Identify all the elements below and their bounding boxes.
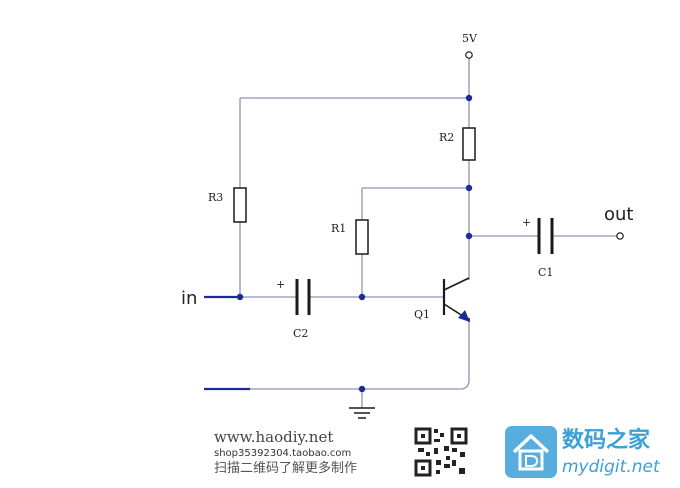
- c2-label: C2: [293, 327, 308, 340]
- output-label: out: [604, 204, 633, 225]
- output-terminal: [616, 232, 624, 240]
- emitter-arrow-icon: [458, 310, 470, 322]
- junction-node: [465, 232, 473, 240]
- supply-terminal: [465, 51, 473, 59]
- supply-label: 5V: [462, 32, 478, 45]
- resistor-r1: [355, 219, 369, 255]
- junction-node: [358, 385, 366, 393]
- brand-logo-icon: [505, 426, 557, 478]
- c1-polarity-label: +: [522, 216, 531, 229]
- c2-polarity-label: +: [276, 278, 285, 291]
- brand-name-cn: 数码之家: [562, 427, 651, 453]
- input-label: in: [181, 288, 197, 309]
- watermark-site: www.haodiy.net: [214, 428, 333, 446]
- capacitor-c2: [295, 279, 311, 315]
- junction-node: [465, 184, 473, 192]
- qr-code-icon: [414, 427, 468, 477]
- watermark-note: 扫描二维码了解更多制作: [214, 460, 357, 476]
- r1-label: R1: [331, 222, 346, 235]
- resistor-r3: [233, 187, 247, 223]
- junction-node: [236, 293, 244, 301]
- c1-label: C1: [538, 266, 553, 279]
- r3-label: R3: [208, 191, 223, 204]
- watermark-shop: shop35392304.taobao.com: [214, 448, 351, 459]
- junction-node: [465, 94, 473, 102]
- ground-icon: [349, 407, 375, 419]
- r2-label: R2: [439, 131, 454, 144]
- q1-label: Q1: [414, 308, 430, 321]
- brand-name-en: mydigit.net: [562, 457, 661, 477]
- wires: [239, 58, 617, 408]
- resistor-r2: [462, 127, 476, 161]
- junction-nodes: [236, 94, 473, 393]
- capacitor-c1: [537, 218, 554, 254]
- junction-node: [358, 293, 366, 301]
